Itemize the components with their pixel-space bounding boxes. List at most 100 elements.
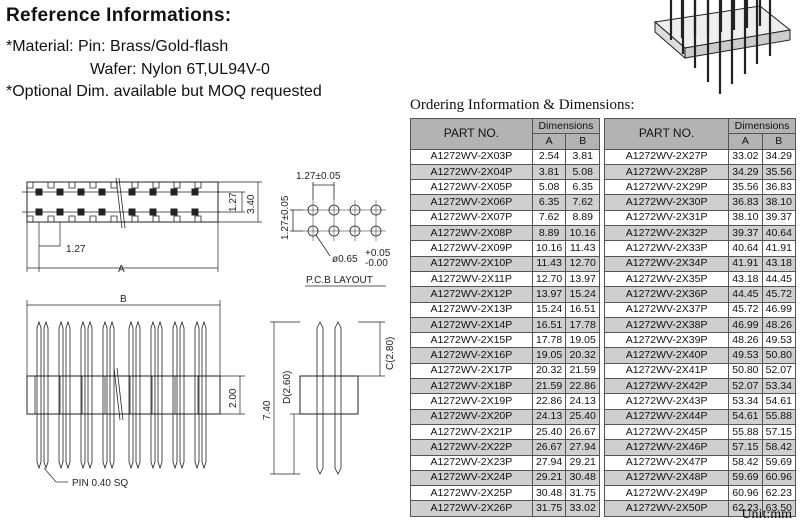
- dim-b-cell: 49.53: [761, 332, 797, 349]
- header-product-image: [653, 0, 792, 94]
- dim-c-label: C(2.80): [385, 337, 396, 370]
- col-part-no: PART NO.: [410, 118, 533, 150]
- part-number-cell: A1272WV-2X14P: [410, 316, 533, 334]
- dim-d-label: D(2.60): [282, 371, 293, 404]
- dim-b-label: B: [120, 294, 127, 305]
- dim-b-cell: 17.78: [565, 316, 600, 334]
- col-dimensions: Dimensions: [728, 117, 796, 135]
- dim-b-cell: 30.48: [565, 469, 600, 487]
- part-number-cell: A1272WV-2X04P: [410, 163, 533, 181]
- dim-row-pitch-label: 1.27: [228, 192, 239, 212]
- part-number-cell: A1272WV-2X38P: [603, 316, 730, 334]
- part-number-cell: A1272WV-2X50P: [603, 500, 730, 517]
- dim-a-cell: 44.45: [728, 286, 763, 303]
- dim-b-cell: 45.72: [761, 286, 797, 303]
- pcb-pitch-v-label: 1.27±0.05: [280, 195, 291, 240]
- dim-a-cell: 55.88: [728, 423, 763, 441]
- pcb-layout: [290, 182, 386, 287]
- dim-b-cell: 52.07: [761, 362, 797, 380]
- dim-a-cell: 46.99: [728, 316, 763, 334]
- dim-b-cell: 38.10: [761, 194, 797, 211]
- dim-a-cell: 19.05: [531, 347, 567, 364]
- part-number-cell: A1272WV-2X45P: [603, 423, 730, 441]
- part-number-cell: A1272WV-2X11P: [410, 270, 533, 288]
- optional-dim-note: *Optional Dim. available but MOQ request…: [6, 83, 322, 100]
- col-b: B: [565, 133, 600, 150]
- dim-a-cell: 43.18: [728, 270, 763, 288]
- dim-a-cell: 35.56: [728, 179, 763, 196]
- dim-a-cell: 41.91: [728, 255, 763, 272]
- part-number-cell: A1272WV-2X40P: [603, 347, 730, 364]
- part-number-cell: A1272WV-2X48P: [603, 469, 730, 487]
- dim-b-cell: 10.16: [565, 225, 600, 242]
- dim-b-cell: 34.29: [761, 148, 797, 165]
- dim-a-cell: 21.59: [531, 378, 567, 395]
- dim-a-cell: 13.97: [531, 286, 567, 303]
- part-number-cell: A1272WV-2X31P: [603, 209, 730, 227]
- dim-b-cell: 41.91: [761, 240, 797, 257]
- col-part-no: PART NO.: [603, 118, 730, 150]
- part-number-cell: A1272WV-2X10P: [410, 255, 533, 272]
- pin-size-label: PIN 0.40 SQ: [72, 478, 128, 489]
- pcb-hole-label: ø0.65: [332, 254, 358, 265]
- part-number-cell: A1272WV-2X46P: [603, 439, 730, 456]
- pcb-layout-label: P.C.B LAYOUT: [306, 275, 373, 286]
- unit-label: Unit:mm: [741, 507, 792, 522]
- part-number-cell: A1272WV-2X29P: [603, 179, 730, 196]
- side-view: [270, 321, 385, 475]
- dim-b-cell: 48.26: [761, 316, 797, 334]
- dim-b-cell: 43.18: [761, 255, 797, 272]
- part-number-cell: A1272WV-2X16P: [410, 347, 533, 364]
- dim-a-cell: 57.15: [728, 439, 763, 456]
- dim-b-cell: 50.80: [761, 347, 797, 364]
- dim-a-cell: 54.61: [728, 408, 763, 425]
- dim-b-cell: 60.96: [761, 469, 797, 487]
- material-wafer-note: Wafer: Nylon 6T,UL94V-0: [90, 61, 270, 78]
- dim-b-cell: 12.70: [565, 255, 600, 272]
- dim-a-cell: 53.34: [728, 393, 763, 410]
- dim-b-cell: 22.86: [565, 378, 600, 395]
- dim-740-label: 7.40: [262, 400, 273, 420]
- dim-a-cell: 29.21: [531, 469, 567, 487]
- part-number-cell: A1272WV-2X36P: [603, 286, 730, 303]
- dim-a-label: A: [118, 264, 125, 275]
- part-number-cell: A1272WV-2X30P: [603, 194, 730, 211]
- dim-a-cell: 3.81: [531, 163, 567, 181]
- part-number-cell: A1272WV-2X41P: [603, 362, 730, 380]
- dim-b-cell: 27.94: [565, 439, 600, 456]
- pcb-hole-tol-plus: +0.05: [365, 248, 391, 259]
- top-view-housing: [22, 177, 220, 229]
- part-number-cell: A1272WV-2X25P: [410, 485, 533, 502]
- col-dimensions: Dimensions: [531, 117, 601, 135]
- dim-b-cell: 11.43: [565, 240, 600, 257]
- dim-b-cell: 29.21: [565, 454, 600, 471]
- front-view: [26, 300, 245, 483]
- dim-a-cell: 62.23: [728, 500, 763, 517]
- dim-a-cell: 59.69: [728, 469, 763, 487]
- dim-a-cell: 16.51: [531, 316, 567, 334]
- dim-pitch-label: 1.27: [66, 244, 86, 255]
